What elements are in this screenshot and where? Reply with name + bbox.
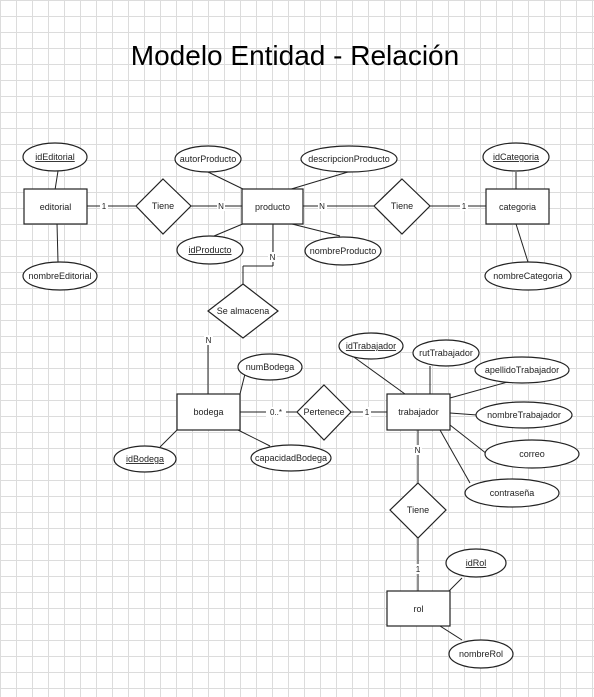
attribute-nombreEditorial[interactable]: nombreEditorial: [22, 261, 98, 291]
attribute-idRol[interactable]: idRol: [445, 548, 507, 578]
attribute-contrasena-label: contraseña: [490, 488, 535, 498]
entity-categoria-label: categoria: [499, 202, 536, 212]
entity-rol-label: rol: [413, 604, 423, 614]
relationship-tiene-categoria[interactable]: Tiene: [373, 178, 431, 235]
attribute-idCategoria[interactable]: idCategoria: [482, 142, 550, 172]
attribute-idProducto-label: idProducto: [188, 245, 231, 255]
attribute-rutTrabajador-label: rutTrabajador: [419, 348, 473, 358]
entity-bodega-label: bodega: [193, 407, 223, 417]
cardinality-trabajador-tiene: N: [415, 446, 421, 455]
attribute-idEditorial-label: idEditorial: [35, 152, 75, 162]
attribute-idTrabajador-label: idTrabajador: [346, 341, 396, 351]
cardinality-bodega-pertenece: 0..*: [270, 408, 282, 417]
attribute-nombreTrabajador[interactable]: nombreTrabajador: [475, 401, 573, 429]
relationship-pertenece-label: Pertenece: [303, 407, 344, 417]
cardinality-tiene-producto: N: [218, 202, 224, 211]
entity-bodega[interactable]: bodega: [176, 393, 241, 431]
attribute-nombreRol-label: nombreRol: [459, 649, 503, 659]
relationship-tiene-rol[interactable]: Tiene: [389, 482, 447, 539]
attribute-idProducto[interactable]: idProducto: [176, 235, 244, 265]
relationship-tiene-rol-label: Tiene: [407, 505, 429, 515]
attribute-nombreProducto[interactable]: nombreProducto: [304, 236, 382, 266]
attribute-autorProducto[interactable]: autorProducto: [174, 145, 242, 173]
entity-producto-label: producto: [255, 202, 290, 212]
attribute-rutTrabajador[interactable]: rutTrabajador: [412, 339, 480, 367]
cardinality-labels: 1 N N 1 N N 0..* 1 N 1: [100, 201, 468, 574]
attribute-nombreProducto-label: nombreProducto: [310, 246, 377, 256]
attribute-descripcionProducto[interactable]: descripcionProducto: [300, 145, 398, 173]
attribute-correo-label: correo: [519, 449, 545, 459]
attribute-descripcionProducto-label: descripcionProducto: [308, 154, 390, 164]
entity-editorial[interactable]: editorial: [23, 188, 88, 225]
entity-trabajador-label: trabajador: [398, 407, 439, 417]
attribute-idBodega-label: idBodega: [126, 454, 164, 464]
attribute-apellidoTrabajador[interactable]: apellidoTrabajador: [474, 356, 570, 384]
relationship-pertenece[interactable]: Pertenece: [296, 384, 352, 441]
attribute-idBodega[interactable]: idBodega: [113, 445, 177, 473]
attribute-autorProducto-label: autorProducto: [180, 154, 237, 164]
relationship-tiene-categoria-label: Tiene: [391, 201, 413, 211]
attribute-idTrabajador[interactable]: idTrabajador: [338, 332, 404, 360]
cardinality-editorial-tiene: 1: [102, 202, 107, 211]
entity-trabajador[interactable]: trabajador: [386, 393, 451, 431]
entity-categoria[interactable]: categoria: [485, 188, 550, 225]
cardinality-pertenece-trabajador: 1: [365, 408, 370, 417]
diagram-title: Modelo Entidad - Relación: [131, 40, 459, 71]
attribute-capacidadBodega[interactable]: capacidadBodega: [250, 444, 332, 472]
cardinality-se-almacena-bodega: N: [206, 336, 212, 345]
relationship-tiene-editorial[interactable]: Tiene: [135, 178, 192, 235]
connector-lines: [54, 170, 529, 641]
attribute-nombreTrabajador-label: nombreTrabajador: [487, 410, 561, 420]
entity-editorial-label: editorial: [40, 202, 72, 212]
cardinality-producto-tiene: N: [319, 202, 325, 211]
entity-rol[interactable]: rol: [386, 590, 451, 627]
attribute-idCategoria-label: idCategoria: [493, 152, 539, 162]
attribute-contrasena[interactable]: contraseña: [464, 478, 560, 508]
attribute-nombreEditorial-label: nombreEditorial: [28, 271, 91, 281]
attribute-idRol-label: idRol: [466, 558, 487, 568]
attribute-nombreCategoria[interactable]: nombreCategoria: [484, 261, 572, 291]
relationship-se-almacena-label: Se almacena: [217, 306, 270, 316]
relationship-tiene-editorial-label: Tiene: [152, 201, 174, 211]
attribute-numBodega-label: numBodega: [246, 362, 295, 372]
attribute-nombreCategoria-label: nombreCategoria: [493, 271, 563, 281]
attribute-idEditorial[interactable]: idEditorial: [22, 142, 88, 172]
attribute-nombreRol[interactable]: nombreRol: [448, 639, 514, 669]
cardinality-producto-se-almacena: N: [270, 253, 276, 262]
cardinality-tiene-rol: 1: [416, 565, 421, 574]
entity-producto[interactable]: producto: [241, 188, 304, 225]
attribute-correo[interactable]: correo: [484, 439, 580, 469]
cardinality-tiene-categoria: 1: [462, 202, 467, 211]
attribute-capacidadBodega-label: capacidadBodega: [255, 453, 327, 463]
relationship-se-almacena[interactable]: Se almacena: [207, 283, 279, 339]
attribute-numBodega[interactable]: numBodega: [237, 353, 303, 381]
attribute-apellidoTrabajador-label: apellidoTrabajador: [485, 365, 559, 375]
